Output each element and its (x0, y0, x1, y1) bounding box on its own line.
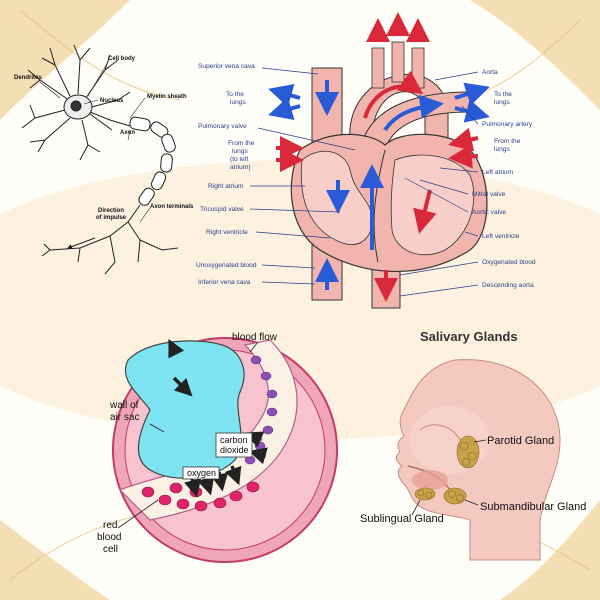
label-from-lungs-left-1: From the (228, 140, 255, 147)
label-wall-2: air sac (110, 412, 139, 423)
label-left-ventricle: Left ventricle (482, 233, 520, 240)
label-dioxide: dioxide (220, 445, 249, 455)
label-axon: Axon (120, 130, 135, 136)
label-rbc-1: red (103, 520, 117, 531)
label-from-lungs-right-2: lungs (494, 146, 510, 153)
label-wall-1: wall of (109, 400, 139, 411)
label-left-atrium: Left atrium (482, 169, 514, 176)
label-pulmonary-artery: Pulmonary artery (482, 121, 533, 128)
label-right-atrium: Right atrium (208, 183, 244, 190)
label-to-lungs-left-2: lungs (230, 99, 246, 106)
label-from-lungs-right-1: From the (494, 138, 521, 145)
label-mitral-valve: Mitral valve (472, 191, 506, 198)
salivary-title: Salivary Glands (420, 329, 518, 344)
label-to-lungs-right-2: lungs (494, 99, 510, 106)
label-sublingual-gland: Sublingual Gland (360, 513, 444, 525)
label-direction-1: Direction (98, 208, 124, 214)
label-unoxygenated-blood: Unoxygenated blood (196, 262, 257, 269)
label-carbon: carbon (220, 435, 248, 445)
label-descending-aorta: Descending aorta (482, 282, 534, 289)
label-tricuspid-valve: Tricuspid valve (200, 206, 244, 213)
label-oxygenated-blood: Oxygenated blood (482, 259, 536, 266)
label-cell-body: Cell body (108, 56, 136, 62)
label-pulmonary-valve: Pulmonary valve (198, 123, 247, 130)
submandibular-gland (444, 488, 466, 504)
label-nucleus: Nucleus (100, 98, 124, 104)
label-axon-terminals: Axon terminals (150, 204, 194, 210)
parotid-gland (457, 436, 479, 468)
label-dendrites: Dendrites (14, 75, 42, 81)
label-to-lungs-left-1: To the (226, 91, 244, 98)
label-direction-2: of impulse (96, 215, 127, 221)
label-aortic-valve: Aortic valve (472, 209, 506, 216)
label-parotid-gland: Parotid Gland (487, 435, 554, 447)
label-myelin-sheath: Myelin sheath (147, 94, 187, 100)
label-blood-flow: blood flow (232, 332, 278, 343)
label-superior-vena-cava: Superior vena cava (198, 63, 255, 70)
label-to-lungs-right-1: To the (494, 91, 512, 98)
label-from-lungs-left-2: lungs (232, 148, 248, 155)
sublingual-gland (415, 488, 435, 500)
nucleus-shape (71, 101, 81, 111)
label-rbc-3: cell (103, 544, 118, 555)
label-inferior-vena-cava: Inferior vena cava (198, 279, 251, 286)
label-right-ventricle: Right ventricle (206, 229, 248, 236)
label-submandibular-gland: Submandibular Gland (480, 501, 586, 513)
label-from-lungs-left-4: atrium) (230, 164, 251, 171)
label-aorta: Aorta (482, 69, 498, 76)
label-oxygen: oxygen (187, 468, 216, 478)
label-from-lungs-left-3: (to left (230, 156, 248, 163)
label-rbc-2: blood (97, 532, 121, 543)
